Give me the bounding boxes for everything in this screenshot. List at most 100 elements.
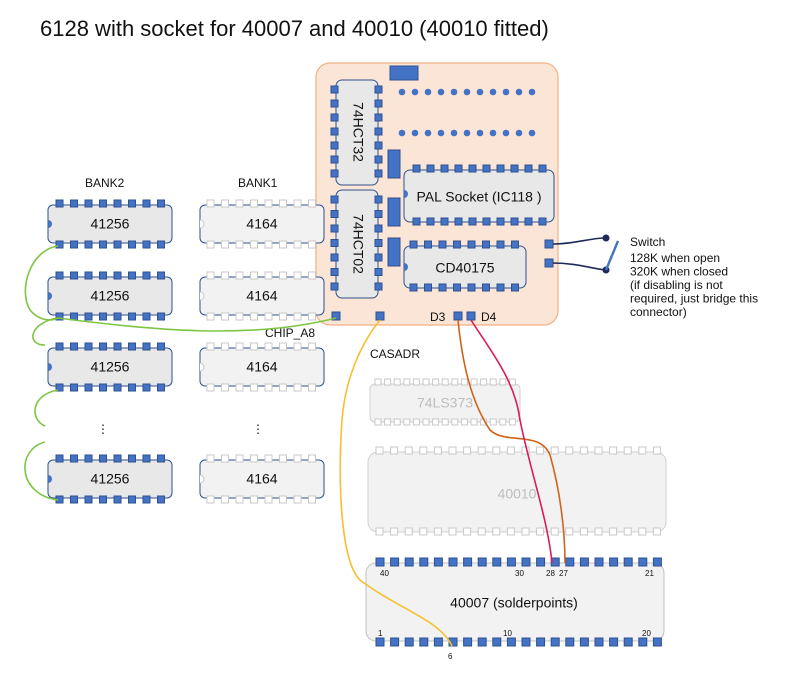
- chip-pin: [412, 418, 420, 426]
- bank1-chip: 4164: [199, 342, 325, 392]
- chip-pin: [279, 383, 287, 392]
- ic-74hct02: 74HCT02: [330, 189, 383, 299]
- chip-pin: [330, 127, 339, 136]
- chip-pin: [496, 283, 505, 292]
- chip-pin: [99, 240, 107, 249]
- chip-pin: [221, 199, 229, 208]
- chip-pin: [99, 454, 107, 463]
- bank2-chip: 41256: [47, 271, 173, 321]
- solder-point: [502, 88, 510, 96]
- chip-pin: [594, 557, 604, 567]
- chip-pin: [463, 527, 472, 536]
- chip-pin: [404, 637, 414, 647]
- switch-note-line: required, just bridge this: [630, 292, 758, 306]
- chip-pin: [250, 495, 258, 504]
- chip-pin: [441, 418, 449, 426]
- chip-pin: [496, 164, 505, 173]
- ic-74hct32-label: 74HCT32: [350, 102, 366, 162]
- chip-pin: [374, 239, 383, 247]
- chip-pin: [482, 217, 491, 226]
- chip-pin: [221, 495, 229, 504]
- chip-pin: [264, 271, 273, 280]
- chip-pin: [55, 240, 64, 249]
- chip-pin: [250, 271, 258, 280]
- chip-pin: [264, 312, 273, 321]
- chip-pin: [113, 199, 122, 208]
- ic-40007: 40007 (solderpoints) 40 30 28 27 21 1 6 …: [365, 557, 665, 661]
- chip-pin: [536, 527, 545, 536]
- solder-point: [528, 88, 536, 96]
- chip-pin: [433, 557, 443, 567]
- switch-pad-1: [544, 239, 554, 249]
- chip-pin: [477, 446, 486, 455]
- chip-pin: [142, 199, 151, 208]
- ic-cd40175-label: CD40175: [435, 260, 494, 276]
- chip-pin: [293, 271, 302, 280]
- wire-yellow-casadr: [339, 319, 453, 647]
- solder-row-lower: [398, 129, 536, 137]
- chip-pin: [374, 141, 383, 150]
- chip-pin: [375, 557, 385, 567]
- chip-pin: [460, 418, 468, 426]
- bank2-chip-label: 41256: [91, 359, 130, 375]
- chip-pin: [308, 240, 316, 249]
- chip-pin: [609, 637, 619, 647]
- chip-pin: [99, 342, 107, 351]
- chip-pin: [84, 342, 93, 351]
- capacitor-2: [387, 197, 401, 227]
- solder-point: [437, 129, 445, 137]
- chip-pin: [293, 199, 302, 208]
- solder-point: [489, 88, 497, 96]
- casadr-label: CASADR: [370, 347, 420, 361]
- wire-magenta-d4: [470, 319, 553, 564]
- chip-pin: [448, 446, 457, 455]
- chip-pin: [374, 418, 382, 426]
- chip-pin: [279, 495, 287, 504]
- solder-point: [476, 88, 484, 96]
- chip-pin: [55, 312, 64, 321]
- chip-pin: [412, 378, 420, 386]
- chip-pin: [432, 378, 440, 386]
- solder-point: [463, 88, 471, 96]
- chip-pin: [70, 199, 78, 208]
- chip-pin: [308, 271, 316, 280]
- chip-pin: [524, 164, 533, 173]
- chip-pin: [480, 378, 488, 386]
- chip-pin: [330, 99, 339, 108]
- chip-pin: [477, 557, 487, 567]
- solder-point: [424, 129, 432, 137]
- chip-pin: [426, 164, 435, 173]
- solder-point: [424, 88, 432, 96]
- chip-pin: [652, 446, 661, 455]
- chip-pin: [467, 240, 476, 249]
- chip-pin: [221, 240, 229, 249]
- chip-pin: [511, 240, 519, 249]
- chip-pin: [84, 240, 93, 249]
- chip-pin: [374, 195, 383, 204]
- solder-point: [515, 129, 523, 137]
- capacitor-3: [387, 237, 401, 267]
- chip-pin: [264, 495, 273, 504]
- chip-pin: [142, 271, 151, 280]
- chip-pin: [454, 164, 463, 173]
- chip-pin: [221, 271, 229, 280]
- chip-pin: [235, 342, 244, 351]
- chip-pin: [609, 527, 618, 536]
- chip-pin: [374, 113, 383, 122]
- chip-pin: [404, 446, 413, 455]
- chip-pin: [536, 557, 546, 567]
- pal-socket: PAL Socket (IC118 ): [403, 164, 555, 226]
- chip-pin: [463, 557, 473, 567]
- chip-pin: [221, 312, 229, 321]
- chip-pin: [157, 240, 165, 249]
- pin-number-27: 27: [559, 569, 568, 578]
- chip-pin: [99, 383, 107, 392]
- chip-pin: [550, 527, 559, 536]
- chip-pin: [84, 312, 93, 321]
- chip-pin: [221, 383, 229, 392]
- chip-pin: [157, 271, 165, 280]
- chip-pin: [142, 240, 151, 249]
- casadr-pad: [375, 311, 385, 321]
- bank2-ellipsis: ⋮: [97, 422, 109, 436]
